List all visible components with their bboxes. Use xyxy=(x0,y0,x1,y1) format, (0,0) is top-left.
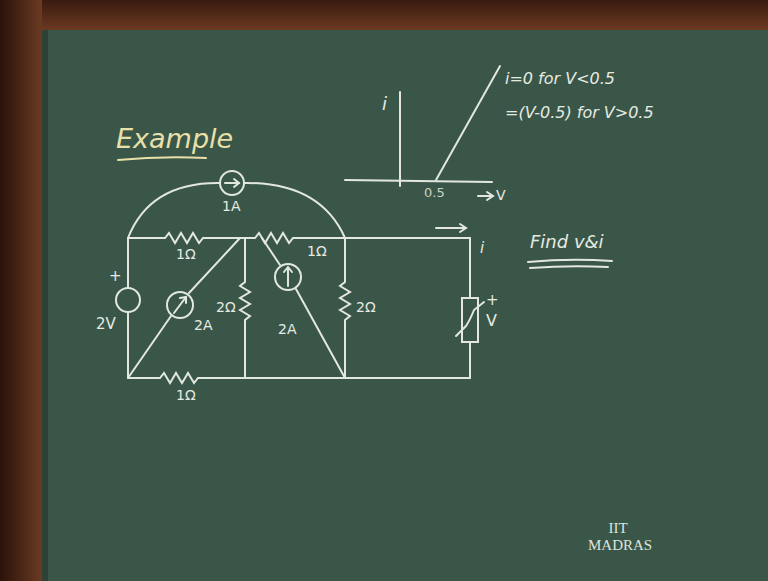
current-source-symbol xyxy=(275,264,301,290)
resistor-value: 2Ω xyxy=(356,300,376,315)
wire xyxy=(128,316,171,378)
wire xyxy=(469,342,471,378)
wire xyxy=(244,183,345,238)
polarity-mark: + xyxy=(486,292,499,309)
wire xyxy=(296,289,345,378)
resistor-value: 1Ω xyxy=(176,247,196,262)
nonlinear-curve xyxy=(456,302,484,336)
frame-left xyxy=(0,0,42,581)
wire xyxy=(128,233,470,243)
axis-value: 0.5 xyxy=(424,186,445,200)
resistor-symbol xyxy=(240,238,250,378)
axis-label: i xyxy=(382,94,387,114)
axis-label: V xyxy=(496,188,506,203)
current-arrow xyxy=(436,227,466,229)
underline xyxy=(530,266,608,268)
wire xyxy=(128,373,470,383)
resistor-symbol xyxy=(340,238,350,378)
graph-curve xyxy=(436,66,500,180)
resistor-value: 1Ω xyxy=(176,388,196,403)
resistor-value: 1Ω xyxy=(307,244,327,259)
wire xyxy=(127,312,129,378)
title-word: Example xyxy=(116,124,233,154)
wire xyxy=(189,238,240,293)
source-value: 2A xyxy=(194,318,212,333)
wire xyxy=(127,238,129,288)
axis-arrow xyxy=(478,195,492,197)
current-source-symbol xyxy=(220,171,244,195)
axis-arrow xyxy=(487,192,493,200)
resistor-value: 2Ω xyxy=(216,300,236,315)
voltage-source-symbol xyxy=(116,288,140,312)
wire xyxy=(469,238,471,298)
current-label: i xyxy=(480,240,484,257)
voltage-label: V xyxy=(486,312,497,330)
source-arrow xyxy=(174,297,186,313)
source-arrow xyxy=(284,267,292,272)
graph-axis xyxy=(399,92,401,186)
source-arrow xyxy=(234,179,239,187)
source-arrow xyxy=(287,268,289,286)
current-arrow xyxy=(460,224,466,232)
formula-note: =(V-0.5) for V>0.5 xyxy=(505,104,654,122)
current-source-symbol xyxy=(167,292,193,318)
wire xyxy=(128,183,220,238)
frame-shadow xyxy=(42,30,48,581)
underline xyxy=(528,260,612,262)
watermark: IIT MADRAS xyxy=(588,520,648,553)
graph-axis xyxy=(345,180,492,182)
source-arrow xyxy=(180,297,186,303)
task-note: Find v&i xyxy=(530,232,604,252)
source-value: 2V xyxy=(96,316,116,333)
frame-top xyxy=(0,0,768,30)
polarity-mark: + xyxy=(109,268,122,285)
underline xyxy=(118,157,206,160)
wire xyxy=(262,238,280,265)
source-value: 1A xyxy=(222,199,240,214)
source-value: 2A xyxy=(278,322,296,337)
formula-note: i=0 for V<0.5 xyxy=(505,70,615,88)
